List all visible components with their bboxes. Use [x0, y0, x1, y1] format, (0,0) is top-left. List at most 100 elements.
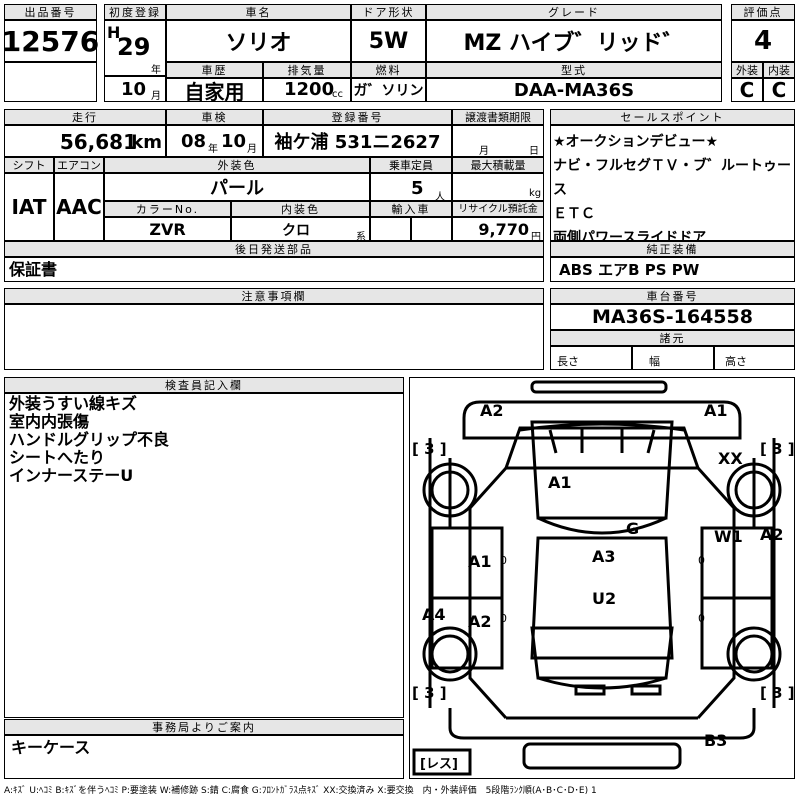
transfer-box: 月 日 — [452, 125, 544, 157]
import-cell-1 — [370, 217, 411, 241]
inspector-line: 室内内張傷 — [9, 412, 90, 431]
mark-roof: A3 — [592, 547, 616, 566]
capacity-header: 乗車定員 — [370, 157, 452, 173]
air-conditioner: AAC — [54, 173, 104, 241]
inspection-month: 10 — [221, 131, 247, 152]
displacement-box: 1200 cc — [263, 78, 351, 102]
first-registration-month-box: 10 月 — [104, 76, 166, 102]
capacity: 5 — [411, 178, 424, 199]
recycle-unit: 円 — [531, 232, 541, 243]
model-code: DAA-MA36S — [426, 78, 722, 102]
fuel: ガ゛ソリン — [351, 78, 426, 102]
shift-header: シフト — [4, 157, 54, 173]
door-mark: 0 — [500, 612, 507, 625]
tire-rear-right: [ 3 ] — [760, 684, 794, 702]
interior-color: クロ — [282, 223, 310, 239]
first-registration-year: 29 — [117, 33, 151, 61]
inspection-month-unit: 月 — [247, 144, 257, 155]
height-box: 高さ — [714, 346, 795, 370]
inspection-year: 08 — [181, 131, 207, 152]
mark-left-front-door: A1 — [468, 552, 492, 571]
mark-left-rear-door: A2 — [468, 612, 492, 631]
displacement: 1200 — [284, 79, 335, 100]
interior-color-box: クロ 系 — [231, 217, 370, 243]
mileage: 56,681 — [59, 130, 137, 154]
transfer-day-unit: 日 — [529, 146, 539, 157]
inspector-line: 外装うすい線キズ — [9, 394, 138, 413]
dimensions-header: 諸元 — [550, 330, 795, 346]
car-diagram: A2 A1 A1 XX G W1 A2 A1 A3 U2 A4 A2 B3 [ … — [412, 380, 794, 776]
recycle-header: リサイクル預託金 — [452, 201, 544, 217]
lot-number-blank — [4, 62, 97, 102]
door-mark: 0 — [698, 612, 705, 625]
mark-windshield: G — [626, 519, 639, 538]
tire-rear-left: [ 3 ] — [412, 684, 447, 702]
recycle-fee: 9,770 — [478, 220, 529, 239]
first-registration-header: 初度登録 — [104, 4, 166, 20]
tire-front-left: [ 3 ] — [412, 440, 447, 458]
mark-front-right: A1 — [704, 401, 728, 420]
interior-grade: C — [763, 78, 795, 102]
car-diagram-box: A2 A1 A1 XX G W1 A2 A1 A3 U2 A4 A2 B3 [ … — [409, 377, 795, 779]
mark-left-rear-quarter: A4 — [422, 605, 446, 624]
load-header: 最大積載量 — [452, 157, 544, 173]
lot-number: 12576 — [2, 20, 99, 62]
door-mark: 0 — [698, 554, 705, 567]
chassis-number: MA36S-164558 — [550, 304, 795, 330]
fuel-header: 燃料 — [351, 62, 426, 78]
genuine-equipment: ABS エアB PS PW — [559, 261, 700, 279]
history-header: 車歴 — [166, 62, 263, 78]
transfer-month-unit: 月 — [479, 146, 489, 157]
inspection-box: 08 年 10 月 — [166, 125, 263, 157]
interior-color-unit: 系 — [356, 232, 366, 243]
body-color: パール — [104, 173, 370, 201]
color-no-header: カラーNo. — [104, 201, 231, 217]
color-no: ZVR — [104, 217, 231, 241]
length-box: 長さ — [550, 346, 632, 370]
plate-number: 袖ケ浦 531ニ2627 — [263, 125, 452, 157]
mark-hood: A1 — [548, 473, 572, 492]
first-registration-box: H 29 年 — [104, 20, 166, 76]
car-name-header: 車名 — [166, 4, 351, 20]
later-items-box: 保証書 — [4, 257, 544, 282]
grade-header: グレード — [426, 4, 722, 20]
exterior-grade-header: 外装 — [731, 62, 763, 78]
mark-right-headlamp: XX — [718, 449, 743, 468]
interior-grade-header: 内装 — [763, 62, 795, 78]
score: 4 — [731, 20, 795, 62]
load-box: kg — [452, 173, 544, 201]
notes-box — [4, 304, 544, 370]
later-items-header: 後日発送部品 — [4, 241, 544, 257]
sales-point: ★オークションデビュー★ — [553, 134, 719, 150]
office-box: キーケース — [4, 735, 404, 779]
import-header: 輸入車 — [370, 201, 452, 217]
color-header: 外装色 — [104, 157, 370, 173]
mark-front-left: A2 — [480, 401, 504, 420]
sales-point: ナビ・フルセグＴＶ・ブ゛ルートゥース — [553, 158, 791, 198]
lot-number-header: 出品番号 — [4, 4, 97, 20]
model-header: 型式 — [426, 62, 722, 78]
grade: MZ ハイブ゛リッド゛ — [426, 20, 722, 62]
genuine-box: ABS エアB PS PW — [550, 257, 795, 282]
capacity-unit: 人 — [435, 192, 445, 203]
displacement-unit: cc — [332, 89, 343, 100]
height-label: 高さ — [725, 355, 747, 368]
notes-header: 注意事項欄 — [4, 288, 544, 304]
mark-rear-bumper: B3 — [704, 731, 727, 750]
mark-right-front-door: W1 — [714, 527, 743, 546]
legend: A:ｷｽﾞ U:ﾍｺﾐ B:ｷｽﾞを伴うﾍｺﾐ P:要塗装 W:補修跡 S:錆 … — [4, 786, 597, 796]
score-header: 評価点 — [731, 4, 795, 20]
genuine-header: 純正装備 — [550, 241, 795, 257]
first-registration-month: 10 — [121, 79, 147, 100]
mark-right-fender: A2 — [760, 525, 784, 544]
displacement-header: 排気量 — [263, 62, 351, 78]
door-header: ドア形状 — [351, 4, 426, 20]
car-name: ソリオ — [166, 20, 351, 62]
inspection-year-unit: 年 — [208, 144, 218, 155]
spare-tire: [レス] — [420, 757, 458, 772]
inspector-line: シートへたり — [9, 448, 106, 467]
load-unit: kg — [529, 188, 542, 199]
capacity-box: 5 人 — [370, 173, 452, 203]
recycle-box: 9,770 円 — [452, 217, 544, 243]
length-label: 長さ — [557, 355, 579, 368]
